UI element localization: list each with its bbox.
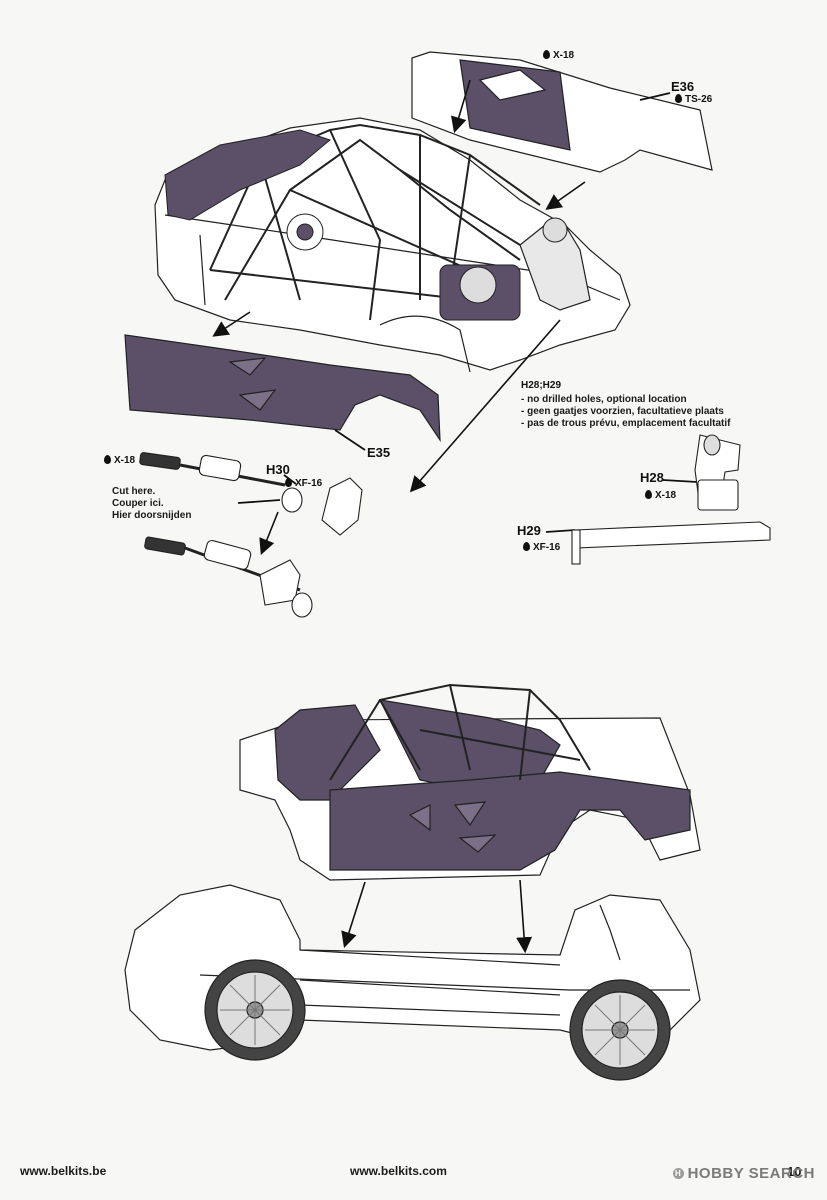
paint-drop-icon (285, 478, 292, 487)
part-label-h29: H29 (517, 523, 541, 538)
cut-note: Cut here. Couper ici. Hier doorsnijden (112, 486, 191, 522)
watermark-text: HOBBY SEARCH (687, 1165, 815, 1182)
paint-drop-icon (104, 455, 111, 464)
door-panel-e35 (124, 334, 441, 443)
door-panel-e36 (411, 51, 713, 173)
upper-dark-parts (164, 129, 568, 321)
part-label-h28: H28 (640, 470, 664, 485)
lower-roll-cage (329, 683, 591, 781)
part-label-e36: E36 (671, 79, 695, 94)
paint-drop-icon (675, 94, 682, 103)
part-label-e35: E35 (367, 445, 391, 460)
paint-label-x18-top: X-18 (543, 50, 574, 61)
assembly-arrows-upper (212, 79, 586, 493)
cut-note-fr: Couper ici. (112, 498, 164, 509)
part-label-h30: H30 (266, 462, 290, 477)
shock-absorber-h30 (139, 452, 363, 618)
footer-url-center[interactable]: www.belkits.com (350, 1164, 447, 1178)
assembly-arrows-lower (341, 879, 533, 954)
paint-label-ts26: TS-26 (675, 94, 712, 105)
paint-label-x18-h28: X-18 (645, 490, 676, 501)
paint-drop-icon (543, 50, 550, 59)
paint-label-x18-left: X-18 (104, 455, 135, 466)
lower-body-shell (239, 699, 701, 881)
holes-note-nl: - geen gaatjes voorzien, facultatieve pl… (521, 406, 724, 417)
drill-part-h28 (694, 434, 741, 511)
paint-label-xf16-h30: XF-16 (285, 478, 322, 489)
watermark-logo-icon: H (672, 1168, 684, 1179)
footer-url-left[interactable]: www.belkits.be (20, 1164, 107, 1178)
rod-part-h29 (571, 521, 771, 565)
front-wheel (204, 959, 306, 1061)
holes-note: - no drilled holes, optional location - … (521, 394, 731, 430)
rear-wheel (569, 979, 671, 1081)
holes-note-fr: - pas de trous prévu, emplacement facult… (521, 418, 731, 429)
paint-label-xf16-h29: XF-16 (523, 542, 560, 553)
part-label-h28-h29: H28;H29 (521, 380, 562, 391)
paint-drop-icon (645, 490, 652, 499)
page-number: 10 (787, 1164, 802, 1179)
watermark: H HOBBY SEARCH (672, 1165, 815, 1182)
cut-note-nl: Hier doorsnijden (112, 510, 192, 521)
cut-note-en: Cut here. (112, 486, 156, 497)
paint-drop-icon (523, 542, 530, 551)
holes-note-en: - no drilled holes, optional location (521, 394, 687, 405)
